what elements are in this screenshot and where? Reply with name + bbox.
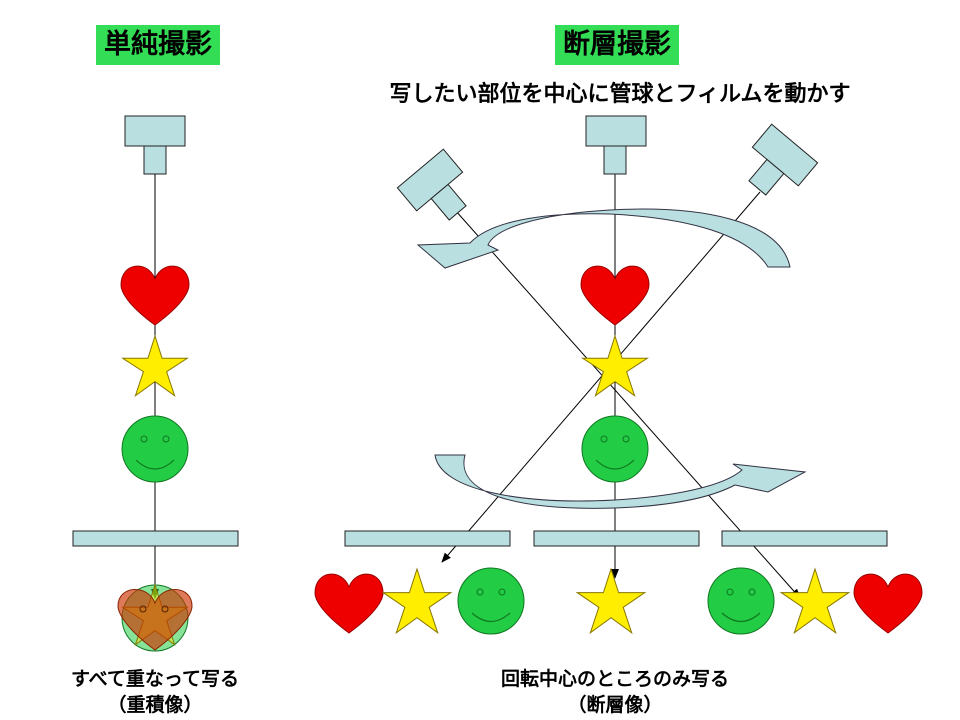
x-ray-tube-icon	[124, 115, 186, 175]
curved-arrow-icon	[434, 454, 807, 509]
film-plate-icon	[344, 530, 511, 547]
heart-icon	[580, 265, 650, 326]
right-caption-2: （断層像）	[567, 694, 663, 716]
star-icon	[121, 334, 189, 398]
star-icon	[575, 567, 647, 635]
beam-right-tube	[441, 191, 761, 563]
film-plate-icon	[72, 530, 239, 547]
right-subtitle: 写したい部位を中心に管球とフィルムを動かす	[389, 82, 851, 107]
smiley-icon	[121, 415, 189, 483]
x-ray-tube-icon	[396, 148, 467, 221]
heart-icon	[314, 573, 384, 634]
x-ray-tube-icon	[585, 115, 647, 175]
right-caption-1: 回転中心のところのみ写る	[500, 668, 729, 690]
film-plate-icon	[533, 530, 700, 547]
smiley-icon	[581, 415, 649, 483]
left-caption-1: すべて重なって写る	[71, 668, 239, 690]
right-title: 断層撮影	[555, 25, 679, 65]
left-caption-2: （重積像）	[107, 694, 203, 716]
heart-icon	[853, 573, 923, 634]
star-icon	[381, 567, 453, 635]
heart-icon	[120, 265, 190, 326]
smiley-icon	[457, 567, 525, 635]
x-ray-tube-icon	[748, 123, 819, 196]
curved-arrow-icon	[416, 208, 791, 269]
left-title: 単純撮影	[96, 25, 220, 65]
film-plate-icon	[721, 530, 888, 547]
star-icon	[779, 567, 851, 635]
superimposed-image	[117, 583, 193, 652]
star-icon	[581, 334, 649, 398]
smiley-icon	[707, 567, 775, 635]
